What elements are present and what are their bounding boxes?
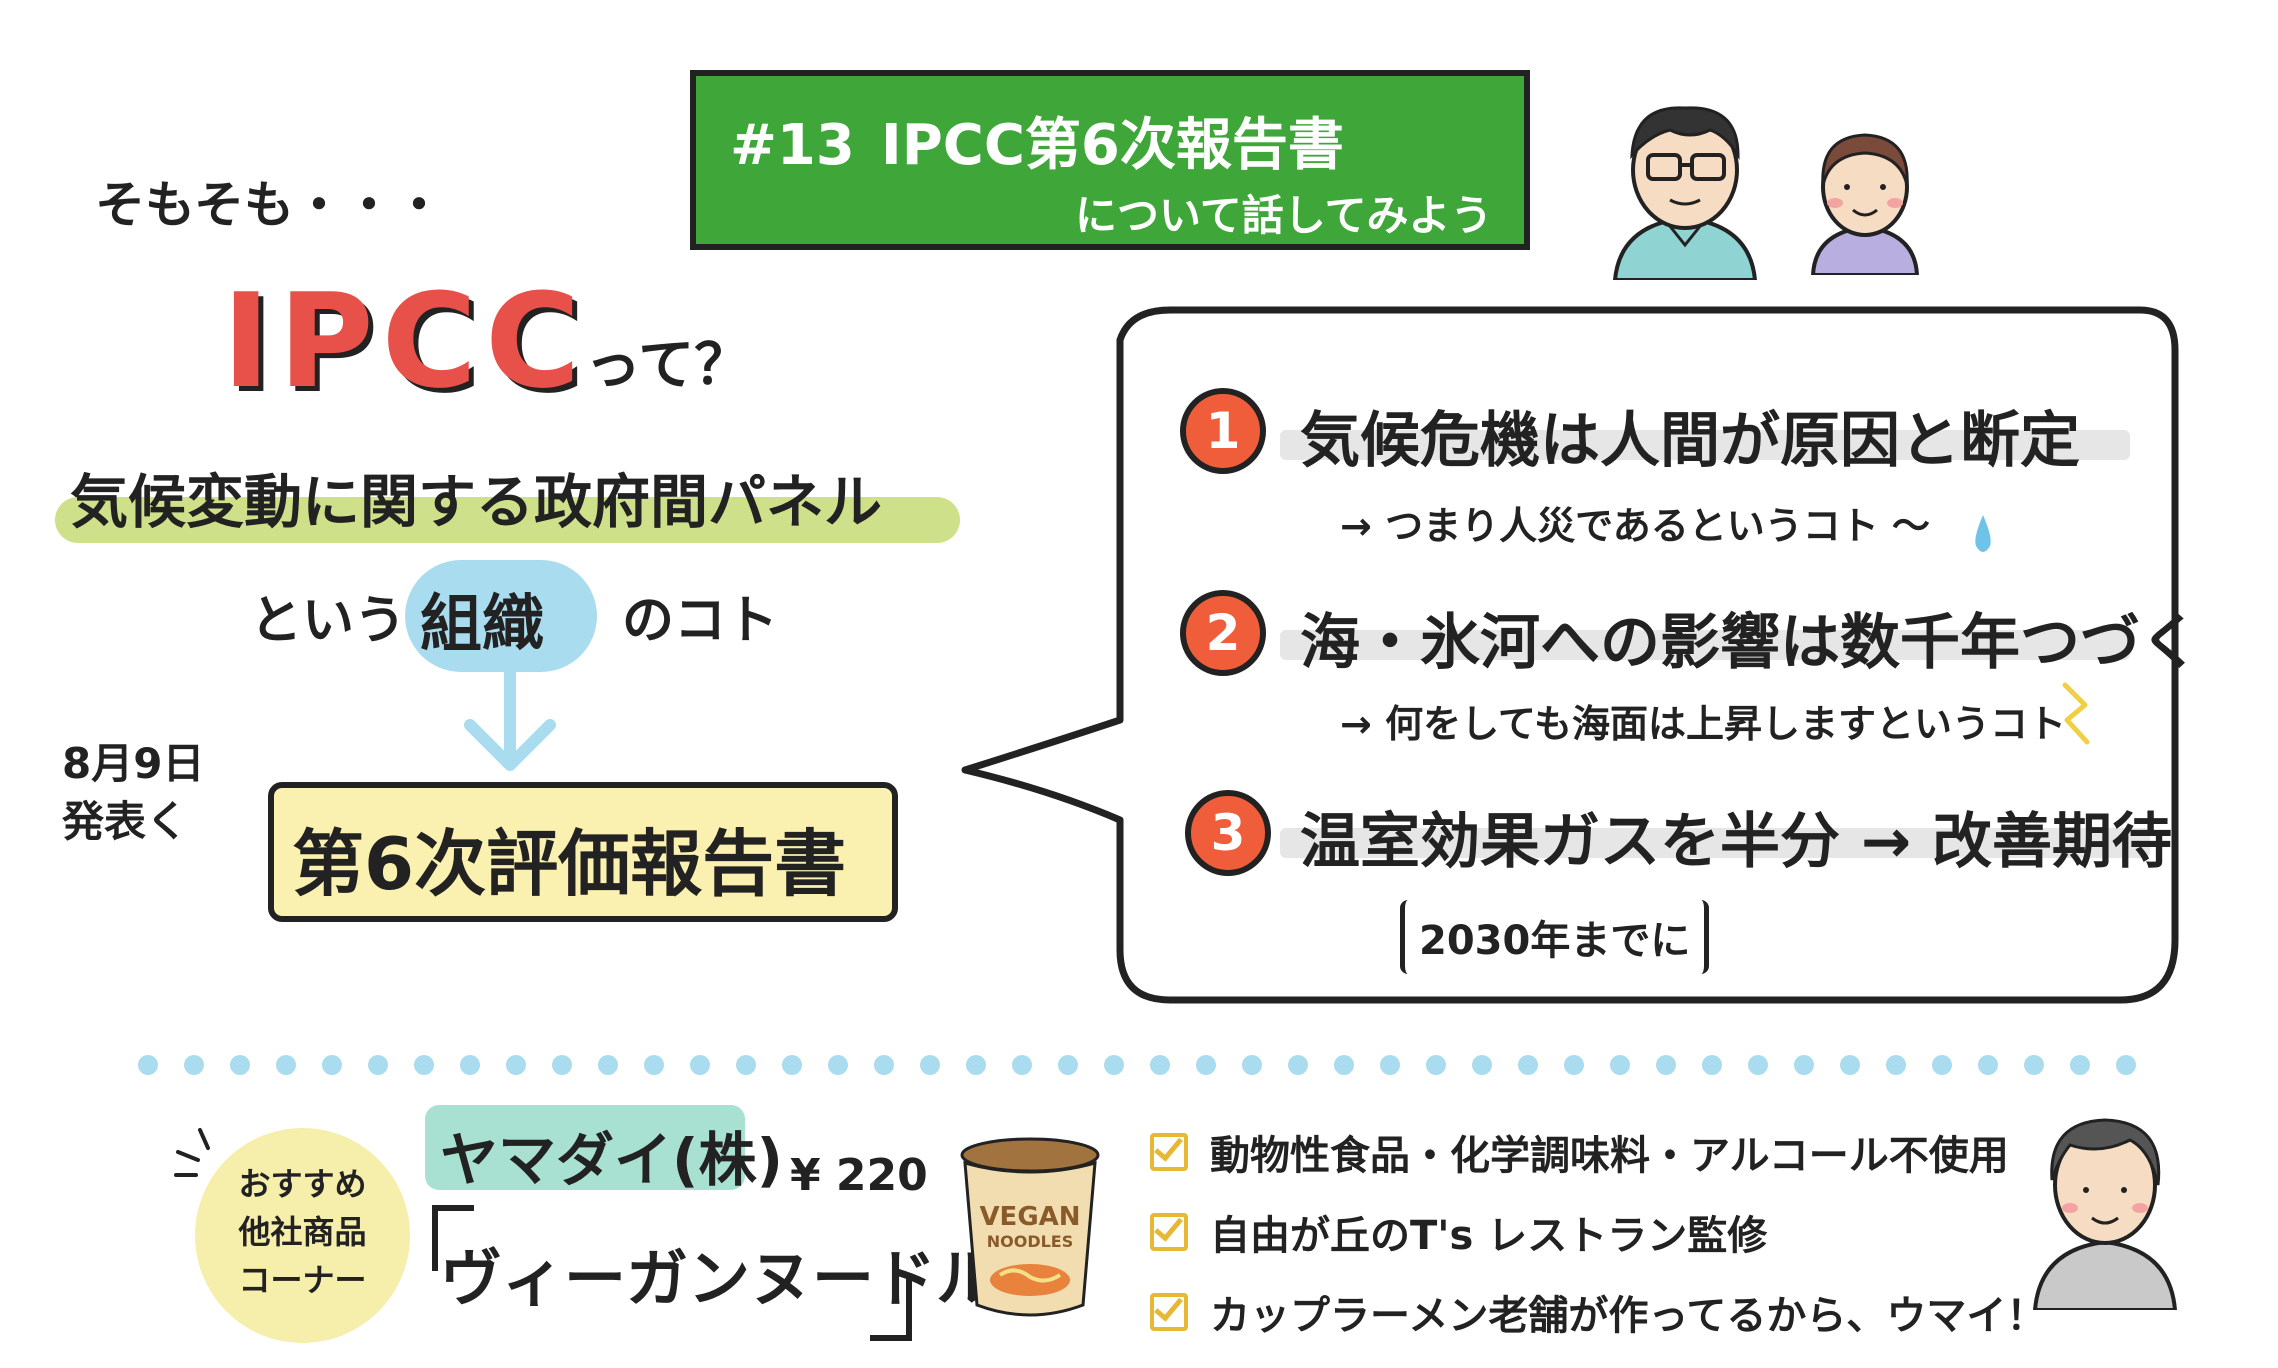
point-1-number: 1 (1180, 388, 1266, 474)
cup-label: VEGAN (979, 1202, 1080, 1232)
title-banner (690, 70, 1530, 250)
recommend-badge (195, 1128, 410, 1343)
man-glasses-avatar (1612, 106, 1758, 280)
banner-title-line: #13 IPCC第6次報告書 (730, 100, 1344, 181)
soshiki-text: 組織 (420, 587, 545, 660)
panel-name-highlight (55, 497, 960, 543)
cup-label-sub: NOODLES (987, 1232, 1074, 1251)
point-2-highlight (1280, 630, 2130, 660)
feature-list: 動物性食品・化学調味料・アルコール不使用 自由が丘のT's レストラン監修 カッ… (1150, 1112, 2046, 1352)
lightning-icon (2062, 682, 2090, 745)
checkbox-icon (1150, 1213, 1188, 1251)
point-3-text: 温室効果ガスを半分 → 改善期待 (1300, 807, 2173, 877)
recommend-label-line: 他社商品 (238, 1213, 367, 1251)
point-3-sub: 2030年までに (1400, 900, 1710, 974)
point-2-number: 2 (1180, 590, 1266, 676)
point-1-highlight (1280, 430, 2130, 460)
ipcc-heading: IPCC (222, 265, 589, 417)
feature-text: 動物性食品・化学調味料・アルコール不使用 (1210, 1133, 2009, 1179)
noodle-cup-icon: VEGAN NOODLES (960, 1137, 1100, 1317)
report-box (268, 782, 898, 922)
man-avatar (2032, 1118, 2178, 1310)
release-date: 8月9日 発表く (62, 735, 232, 851)
dotted-divider (138, 1055, 2145, 1075)
maker-highlight (425, 1105, 745, 1190)
release-date-line: 8月9日 (62, 739, 205, 788)
checkbox-icon (1150, 1293, 1188, 1331)
maker-name: ヤマダイ(株) (440, 1126, 784, 1194)
arrow-down-icon (464, 665, 556, 771)
ipcc-question-suffix: って？ (585, 333, 751, 398)
episode-number: #13 (730, 113, 855, 178)
sweat-drop-icon (1975, 515, 1991, 552)
checkbox-icon (1150, 1133, 1188, 1171)
point-2-text: 海・氷河への影響は数千年つづく (1300, 608, 2200, 678)
toiu-text: という (250, 591, 407, 651)
recommend-label-line: おすすめ (238, 1165, 367, 1203)
recommend-label-line: コーナー (238, 1261, 367, 1299)
release-label: 発表く (62, 797, 189, 846)
nokoto-text: のコト (622, 591, 779, 651)
point-3-highlight (1280, 828, 2150, 858)
bracket-open (432, 1205, 474, 1271)
feature-item: 動物性食品・化学調味料・アルコール不使用 (1150, 1112, 2046, 1192)
soshiki-highlight (405, 560, 597, 672)
banner-subtitle: について話してみよう (1075, 191, 1493, 240)
feature-text: カップラーメン老舗が作ってるから、ウマイ！ (1210, 1293, 2047, 1339)
woman-avatar (1810, 133, 1920, 275)
product-price: ¥ 220 (790, 1150, 928, 1201)
feature-item: 自由が丘のT's レストラン監修 (1150, 1192, 2046, 1272)
point-2-sub: → 何をしても海面は上昇しますというコト (1340, 702, 2067, 746)
intro-somosomo: そもそも・・・ (95, 176, 444, 234)
feature-item: カップラーメン老舗が作ってるから、ウマイ！ (1150, 1272, 2046, 1352)
report-title: 第6次評価報告書 (292, 822, 847, 906)
product-name: ヴィーガンヌードル (440, 1242, 999, 1315)
point-1-sub: → つまり人災であるというコト ～ (1340, 504, 1930, 548)
bracket-close (870, 1275, 912, 1341)
point-1-text: 気候危機は人間が原因と断定 (1300, 406, 2080, 476)
panel-name: 気候変動に関する政府間パネル (70, 468, 883, 536)
sparkle-lines-icon (174, 1128, 210, 1177)
point-3-number: 3 (1185, 790, 1271, 876)
feature-text: 自由が丘のT's レストラン監修 (1210, 1213, 1768, 1259)
banner-title: IPCC第6次報告書 (880, 113, 1344, 178)
recommend-label: おすすめ 他社商品 コーナー (195, 1160, 410, 1304)
